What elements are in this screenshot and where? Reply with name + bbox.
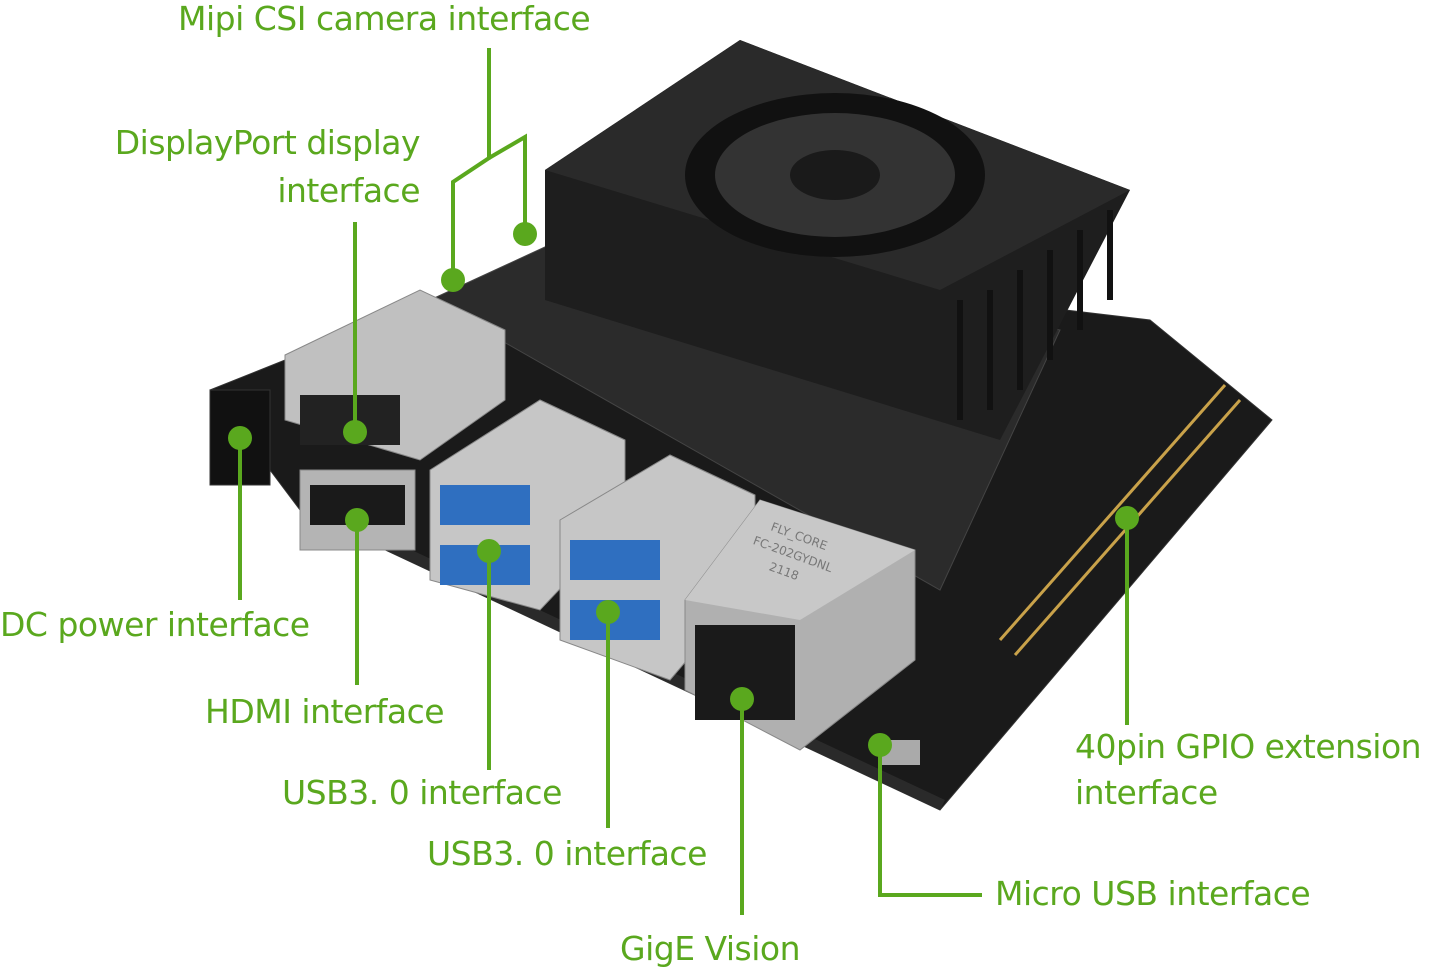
ethernet-jack: FLY_CORE FC-202GYDNL 2118 xyxy=(684,499,916,751)
label-dc-power: DC power interface xyxy=(0,605,310,644)
label-displayport-2: interface xyxy=(277,171,420,210)
label-hdmi: HDMI interface xyxy=(205,692,445,731)
label-displayport-1: DisplayPort display xyxy=(114,123,421,162)
label-usb3-b: USB3. 0 interface xyxy=(427,834,707,873)
callout-dots xyxy=(228,222,1139,757)
callout-lines xyxy=(238,48,1129,915)
label-usb3-a: USB3. 0 interface xyxy=(282,773,562,812)
label-gige: GigE Vision xyxy=(620,929,801,968)
label-gpio-2: interface xyxy=(1075,773,1218,812)
fan xyxy=(685,93,985,257)
label-mipi-csi: Mipi CSI camera interface xyxy=(178,0,591,38)
label-micro-usb: Micro USB interface xyxy=(995,874,1311,913)
label-gpio-1: 40pin GPIO extension xyxy=(1075,727,1422,766)
heatsink-fins xyxy=(957,210,1113,420)
displayport-port xyxy=(284,289,506,461)
